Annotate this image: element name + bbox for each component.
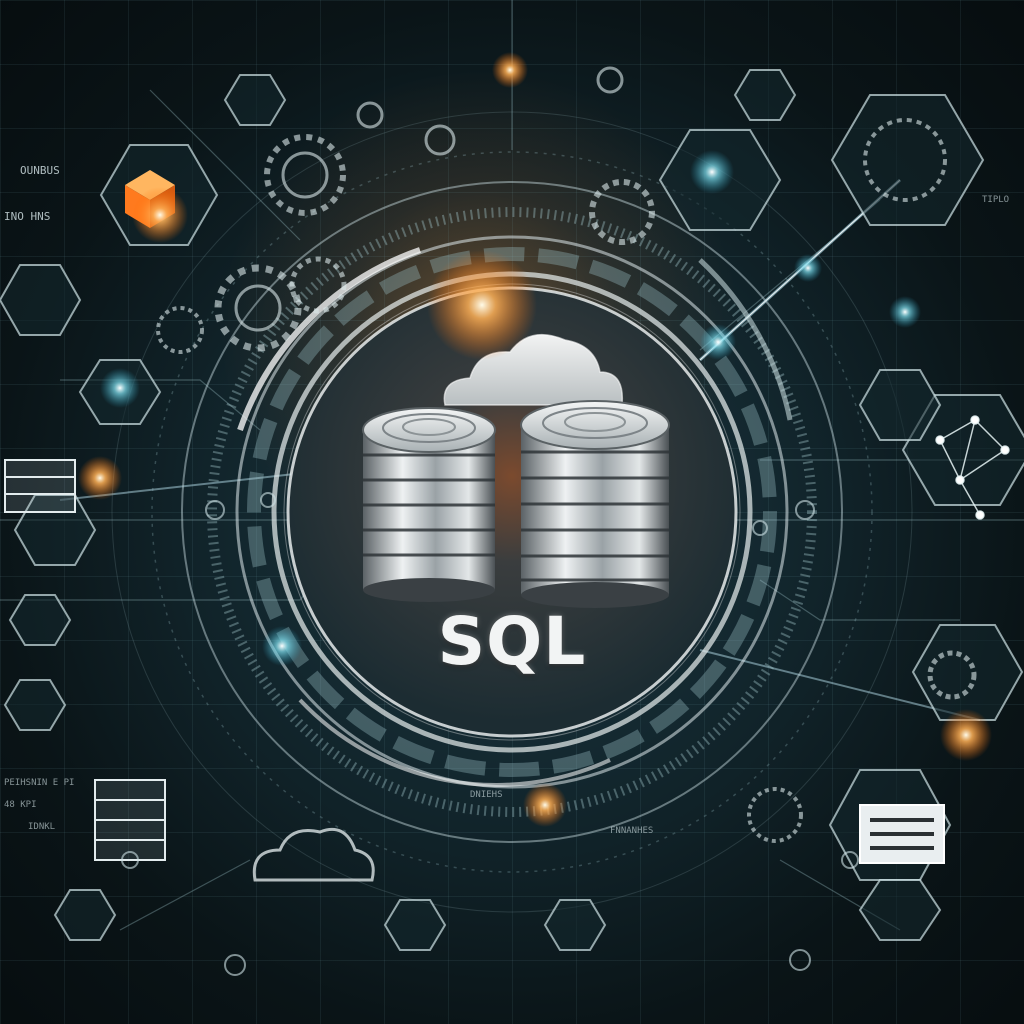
node-dots bbox=[121, 492, 859, 976]
micro-label: INO HNS bbox=[4, 210, 51, 223]
network-node-icon bbox=[935, 415, 1010, 520]
micro-label: 48 KPI bbox=[4, 800, 37, 810]
central-disc bbox=[288, 288, 736, 736]
database-icon bbox=[520, 400, 670, 608]
gear-icon bbox=[156, 66, 977, 843]
glow-points bbox=[78, 52, 992, 827]
server-rack-icon bbox=[4, 459, 945, 864]
micro-label: DNIEHS bbox=[470, 790, 503, 800]
micro-label: IDNKL bbox=[28, 822, 56, 832]
micro-label: TIPLO bbox=[982, 195, 1010, 205]
micro-label: OUNBUS bbox=[20, 164, 60, 177]
micro-label: FNNANHES bbox=[610, 826, 654, 836]
sql-title: SQL bbox=[437, 603, 587, 680]
concentric-rings bbox=[111, 111, 913, 913]
database-icon bbox=[362, 407, 496, 602]
micro-label: PEIHSNIN E PI bbox=[4, 778, 75, 788]
cloud-icon bbox=[252, 827, 375, 882]
cloud-icon bbox=[443, 333, 624, 406]
